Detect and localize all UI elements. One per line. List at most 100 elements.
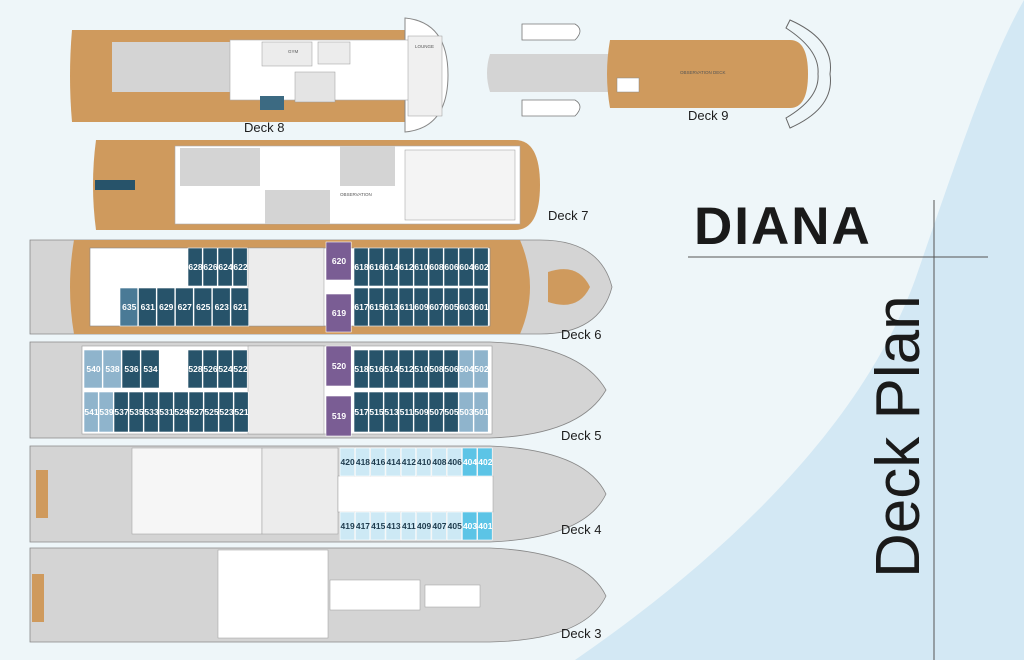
cabin-number-508: 508 — [429, 364, 443, 374]
cabin-626 — [202, 247, 218, 287]
cabin-417 — [354, 511, 371, 541]
cabin-413 — [385, 511, 401, 541]
cabin-510 — [413, 349, 429, 389]
deck6-label: Deck 6 — [561, 327, 602, 342]
cabin-514 — [383, 349, 399, 389]
cabin-508 — [428, 349, 444, 389]
cabin-number-536: 536 — [124, 364, 138, 374]
cabin-number-626: 626 — [203, 262, 217, 272]
cabin-number-533: 533 — [144, 407, 158, 417]
svg-text:OBSERVATION: OBSERVATION — [340, 192, 372, 197]
cabin-number-605: 605 — [444, 302, 458, 312]
cabin-number-528: 528 — [188, 364, 202, 374]
cabin-number-618: 618 — [354, 262, 368, 272]
cabin-615 — [368, 287, 384, 327]
cabin-625 — [193, 287, 213, 327]
cabin-622 — [232, 247, 248, 287]
cabin-number-509: 509 — [414, 407, 428, 417]
cabin-number-617: 617 — [354, 302, 368, 312]
cabin-number-413: 413 — [386, 521, 400, 531]
deck-plan-subtitle: Deck Plan — [864, 295, 933, 578]
cabin-number-619: 619 — [332, 308, 346, 318]
cabin-522 — [232, 349, 248, 389]
cabin-403 — [462, 511, 478, 541]
cabin-628 — [187, 247, 203, 287]
cabin-number-505: 505 — [444, 407, 458, 417]
cabin-number-603: 603 — [459, 302, 473, 312]
cabin-number-412: 412 — [402, 457, 416, 467]
cabin-number-409: 409 — [417, 521, 431, 531]
cabin-536 — [121, 349, 141, 389]
cabin-number-512: 512 — [399, 364, 413, 374]
cabin-number-416: 416 — [371, 457, 385, 467]
cabin-number-534: 534 — [143, 364, 157, 374]
cabin-number-507: 507 — [429, 407, 443, 417]
cabin-number-510: 510 — [414, 364, 428, 374]
cabin-620 — [325, 241, 352, 281]
cabin-601 — [473, 287, 489, 327]
cabin-406 — [446, 447, 462, 477]
cabin-623 — [212, 287, 231, 327]
cabin-number-614: 614 — [384, 262, 398, 272]
cabin-621 — [230, 287, 250, 327]
cabin-number-525: 525 — [204, 407, 218, 417]
deck9-plan: OBSERVATION DECK — [487, 19, 831, 129]
cabin-405 — [446, 511, 462, 541]
cabin-number-635: 635 — [122, 302, 136, 312]
cabin-number-631: 631 — [141, 302, 155, 312]
cabin-number-606: 606 — [444, 262, 458, 272]
cabin-number-612: 612 — [399, 262, 413, 272]
cabin-number-541: 541 — [84, 407, 98, 417]
cabin-number-601: 601 — [474, 302, 488, 312]
cabin-number-419: 419 — [341, 521, 355, 531]
deck7-label: Deck 7 — [548, 208, 589, 223]
cabin-number-418: 418 — [356, 457, 370, 467]
cabin-number-621: 621 — [233, 302, 247, 312]
cabin-607 — [428, 287, 444, 327]
cabin-521 — [233, 391, 249, 433]
cabin-number-602: 602 — [474, 262, 488, 272]
cabin-609 — [413, 287, 429, 327]
cabin-number-522: 522 — [233, 364, 247, 374]
cabin-519 — [325, 395, 352, 437]
cabin-number-524: 524 — [218, 364, 232, 374]
cabin-511 — [398, 391, 414, 433]
cabin-number-627: 627 — [178, 302, 192, 312]
cabin-503 — [458, 391, 474, 433]
cabin-616 — [368, 247, 384, 287]
cabin-507 — [428, 391, 444, 433]
svg-text:LOUNGE: LOUNGE — [415, 44, 434, 49]
cabin-528 — [187, 349, 203, 389]
cabin-number-611: 611 — [400, 302, 414, 312]
deck3-plan — [29, 547, 607, 643]
cabin-number-540: 540 — [86, 364, 100, 374]
cabin-number-613: 613 — [384, 302, 398, 312]
cabin-520 — [325, 345, 352, 387]
cabin-number-415: 415 — [371, 521, 385, 531]
cabin-number-411: 411 — [402, 521, 416, 531]
cabin-617 — [353, 287, 369, 327]
cabin-412 — [400, 447, 417, 477]
cabin-419 — [339, 511, 355, 541]
cabin-517 — [353, 391, 369, 433]
cabin-538 — [102, 349, 122, 389]
cabin-number-604: 604 — [459, 262, 473, 272]
cabin-602 — [473, 247, 489, 287]
cabin-number-401: 401 — [478, 521, 492, 531]
cabin-509 — [413, 391, 429, 433]
cabin-420 — [339, 447, 355, 477]
ship-title: DIANA — [694, 197, 872, 256]
cabin-541 — [83, 391, 99, 433]
deck7-plan: OBSERVATION — [93, 140, 540, 230]
cabin-number-410: 410 — [417, 457, 431, 467]
cabin-401 — [477, 511, 493, 541]
cabin-604 — [458, 247, 474, 287]
cabin-513 — [383, 391, 399, 433]
cabin-524 — [217, 349, 233, 389]
cabin-number-405: 405 — [448, 521, 462, 531]
